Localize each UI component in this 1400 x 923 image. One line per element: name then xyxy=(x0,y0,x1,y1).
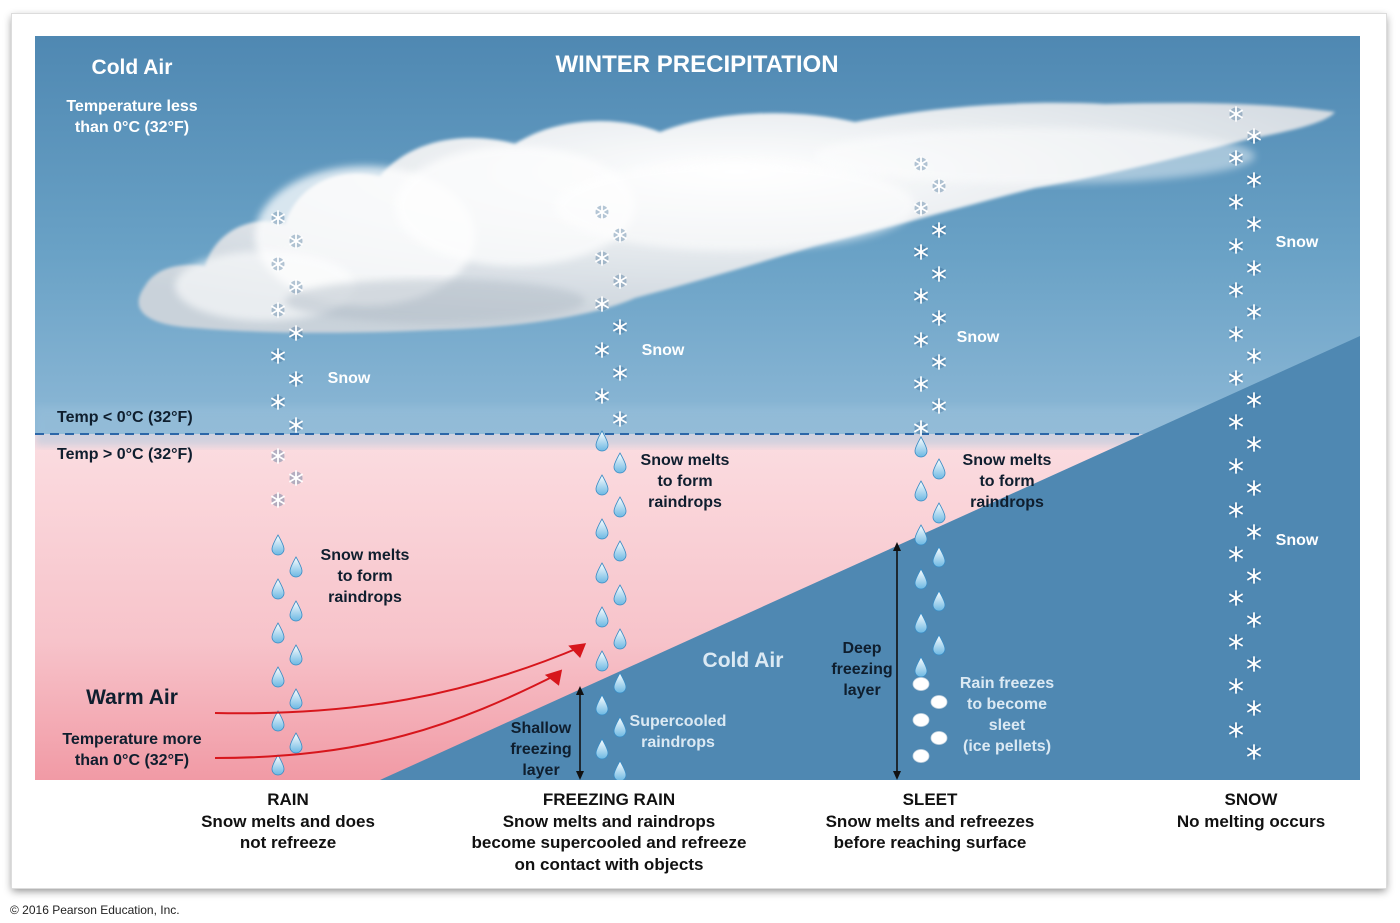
warm-air-label: Warm Air xyxy=(86,686,178,709)
caption-rain: RAIN Snow melts and does not refreeze xyxy=(201,789,375,854)
supercooled-line2: raindrops xyxy=(641,734,715,751)
caption-snow: SNOW No melting occurs xyxy=(1177,789,1325,832)
cloud xyxy=(138,102,1335,333)
caption-freezing-rain-title: FREEZING RAIN xyxy=(542,790,676,809)
shallow-layer-line1: Shallow xyxy=(511,720,572,737)
caption-freezing-rain-line2: become supercooled and refreeze xyxy=(471,833,747,852)
sleet-freezes-line1: Rain freezes xyxy=(960,675,1054,692)
winter-precipitation-diagram: WINTER PRECIPITATION Cold Air Temperatur… xyxy=(35,36,1360,780)
caption-rain-line1: Snow melts and does xyxy=(201,811,375,831)
freezing-layer-depth-arrows xyxy=(579,546,898,776)
rain-melts-line2: to form xyxy=(337,568,392,585)
diagram-title: WINTER PRECIPITATION xyxy=(555,51,838,78)
caption-snow-title: SNOW xyxy=(1224,790,1278,809)
freezing-rain-melts-line1: Snow melts xyxy=(641,452,730,469)
upper-air-desc-line1: Temperature less xyxy=(66,98,197,115)
supercooled-line1: Supercooled xyxy=(630,713,727,730)
shallow-layer-line2: freezing xyxy=(510,741,571,758)
ice-pellet-icon xyxy=(930,695,948,709)
temp-below-freezing-label: Temp < 0°C (32°F) xyxy=(57,409,193,426)
arrow-head-upper xyxy=(568,643,587,659)
snow-column-upper-label: Snow xyxy=(1276,234,1319,251)
snow-column-lower-label: Snow xyxy=(1276,532,1319,549)
freezing-rain-snow-label: Snow xyxy=(642,342,685,359)
caption-freezing-rain: FREEZING RAIN Snow melts and raindrops b… xyxy=(472,789,747,875)
sleet-melts-line2: to form xyxy=(979,473,1034,490)
sleet-melts-line3: raindrops xyxy=(970,494,1044,511)
freezing-rain-melts-line2: to form xyxy=(657,473,712,490)
shallow-layer-line3: layer xyxy=(522,762,559,779)
caption-sleet-line2: before reaching surface xyxy=(833,833,1027,852)
caption-snow-line1: No melting occurs xyxy=(1176,811,1326,831)
temp-above-freezing-label: Temp > 0°C (32°F) xyxy=(57,446,193,463)
sleet-snow-label: Snow xyxy=(957,329,1000,346)
caption-rain-title: RAIN xyxy=(267,790,309,809)
upper-air-desc-line2: than 0°C (32°F) xyxy=(75,119,189,136)
caption-freezing-rain-line1: Snow melts and raindrops xyxy=(502,811,716,831)
deep-layer-line2: freezing xyxy=(831,661,892,678)
rain-melts-line1: Snow melts xyxy=(321,547,410,564)
caption-rain-line2: not refreeze xyxy=(239,833,337,852)
caption-sleet-title: SLEET xyxy=(902,790,958,809)
caption-freezing-rain-line3: on contact with objects xyxy=(514,854,704,874)
warm-air-desc-line1: Temperature more xyxy=(62,731,201,748)
rain-melts-line3: raindrops xyxy=(328,589,402,606)
caption-sleet-line1: Snow melts and refreezes xyxy=(825,811,1035,831)
sleet-freezes-line3: sleet xyxy=(989,717,1026,734)
warm-air-desc-line2: than 0°C (32°F) xyxy=(75,752,189,769)
ice-pellet-icon xyxy=(912,749,930,763)
warm-air-arrows xyxy=(214,645,584,759)
ice-pellet-icon xyxy=(930,731,948,745)
deep-layer-line3: layer xyxy=(843,682,880,699)
ice-pellet-icon xyxy=(912,677,930,691)
surface-cold-air-wedge xyxy=(380,336,1360,780)
surface-cold-air-label: Cold Air xyxy=(703,649,784,672)
copyright-notice: © 2016 Pearson Education, Inc. xyxy=(10,903,180,917)
sleet-melts-line1: Snow melts xyxy=(963,452,1052,469)
arrow-head-lower xyxy=(544,669,563,686)
caption-sleet: SLEET Snow melts and refreezes before re… xyxy=(826,789,1035,854)
upper-cold-air-label: Cold Air xyxy=(92,56,173,79)
deep-layer-line1: Deep xyxy=(842,640,881,657)
rain-column-snow-label: Snow xyxy=(328,370,371,387)
sleet-freezes-line4: (ice pellets) xyxy=(963,738,1051,755)
sleet-freezes-line2: to become xyxy=(967,696,1047,713)
freezing-rain-melts-line3: raindrops xyxy=(648,494,722,511)
ice-pellet-icon xyxy=(912,713,930,727)
